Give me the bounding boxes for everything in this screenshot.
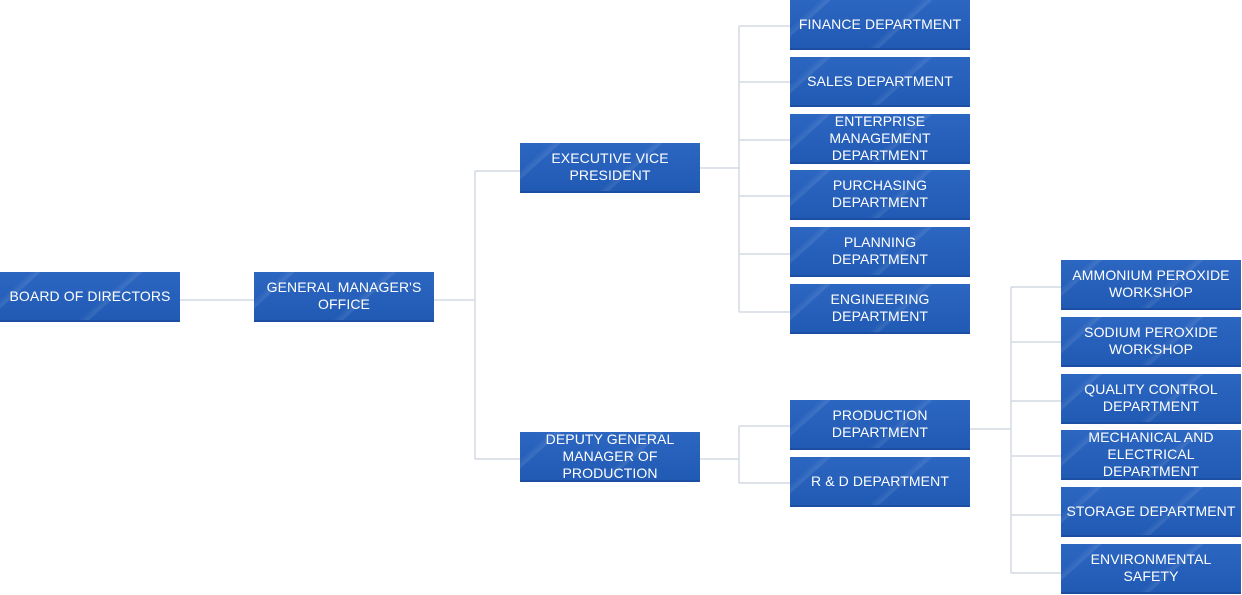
executive-vice-president-node[interactable]: EXECUTIVE VICE PRESIDENT (520, 143, 700, 193)
enterprise-management-department-node[interactable]: ENTERPRISE MANAGEMENT DEPARTMENT (790, 113, 970, 164)
ammonium-peroxide-workshop-node[interactable]: AMMONIUM PEROXIDE WORKSHOP (1061, 260, 1241, 310)
mechanical-electrical-department-node[interactable]: MECHANICAL AND ELECTRICAL DEPARTMENT (1061, 429, 1241, 480)
production-department-node[interactable]: PRODUCTION DEPARTMENT (790, 400, 970, 450)
deputy-general-manager-node[interactable]: DEPUTY GENERAL MANAGER OF PRODUCTION (520, 431, 700, 482)
board-of-directors-node[interactable]: BOARD OF DIRECTORS (0, 272, 180, 322)
finance-department-node[interactable]: FINANCE DEPARTMENT (790, 0, 970, 50)
quality-control-department-node[interactable]: QUALITY CONTROL DEPARTMENT (1061, 374, 1241, 424)
storage-department-node[interactable]: STORAGE DEPARTMENT (1061, 487, 1241, 537)
environmental-safety-node[interactable]: ENVIRONMENTAL SAFETY (1061, 544, 1241, 594)
sales-department-node[interactable]: SALES DEPARTMENT (790, 57, 970, 107)
sodium-peroxide-workshop-node[interactable]: SODIUM PEROXIDE WORKSHOP (1061, 317, 1241, 367)
purchasing-department-node[interactable]: PURCHASING DEPARTMENT (790, 170, 970, 220)
engineering-department-node[interactable]: ENGINEERING DEPARTMENT (790, 284, 970, 334)
planning-department-node[interactable]: PLANNING DEPARTMENT (790, 227, 970, 277)
general-managers-office-node[interactable]: GENERAL MANAGER'S OFFICE (254, 272, 434, 322)
rd-department-node[interactable]: R & D DEPARTMENT (790, 457, 970, 507)
